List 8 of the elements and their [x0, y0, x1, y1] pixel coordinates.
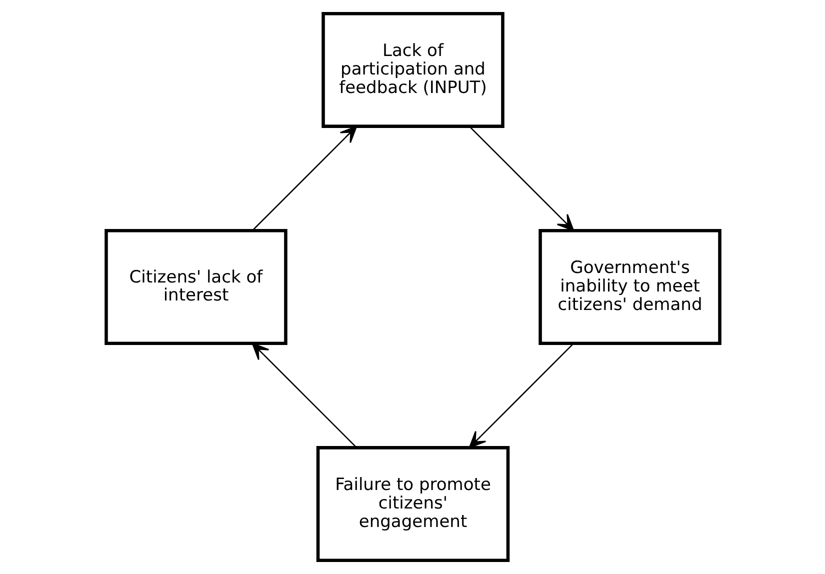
node-box: Citizens' lack of interest: [104, 229, 287, 345]
arrow: [251, 342, 357, 448]
arrow: [251, 126, 357, 232]
arrow: [468, 342, 574, 448]
node-box: Government's inability to meet citizens' demand: [538, 229, 721, 345]
node-box: Lack of participation and feedback (INPUT): [321, 12, 504, 128]
node-box: Failure to promote citizens' engagement: [316, 446, 510, 562]
arrow: [468, 126, 574, 232]
